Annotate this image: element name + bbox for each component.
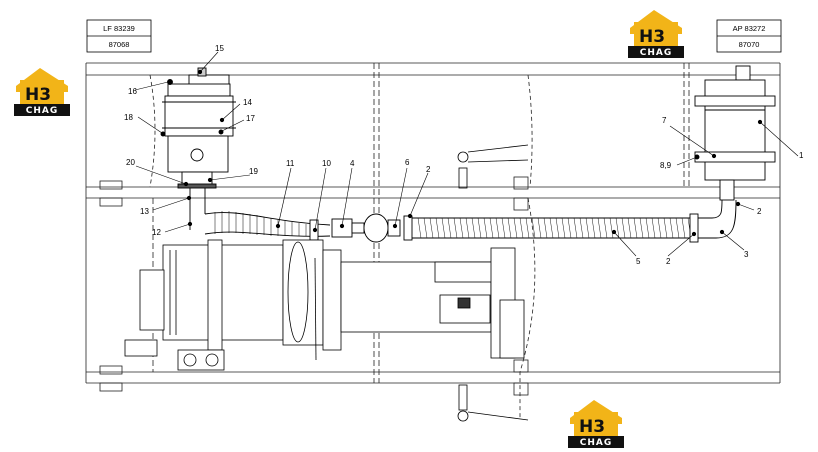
svg-text:H3: H3 [639, 27, 665, 47]
callout-6: 6 [405, 158, 410, 167]
svg-text:H3: H3 [579, 417, 605, 437]
svg-text:CHAG: CHAG [640, 48, 673, 58]
callout-16: 16 [128, 87, 137, 96]
callout-2b: 2 [666, 257, 671, 266]
steering-link [457, 144, 529, 422]
exhaust-pipes [189, 188, 737, 243]
callout-7: 7 [662, 116, 667, 125]
part-box-right-top: AP 83272 [733, 24, 766, 33]
callout-3: 3 [744, 250, 749, 259]
svg-text:CHAG: CHAG [26, 106, 59, 116]
callout-8-9: 8,9 [660, 161, 672, 170]
callout-18: 18 [124, 113, 133, 122]
svg-text:CHAG: CHAG [580, 438, 613, 448]
part-box-left-top: LF 83239 [103, 24, 135, 33]
callout-leaders [134, 51, 799, 257]
callout-13: 13 [140, 207, 149, 216]
exhaust-muffler [694, 65, 776, 201]
callout-5: 5 [636, 257, 641, 266]
callout-labels: 1 2 2 2 3 4 5 6 7 8,9 10 11 12 13 14 15 … [124, 44, 804, 266]
callout-10: 10 [322, 159, 331, 168]
part-box-left: LF 83239 87068 [86, 19, 152, 53]
callout-4: 4 [350, 159, 355, 168]
part-box-right-bottom: 87070 [739, 40, 760, 49]
callout-12: 12 [152, 228, 161, 237]
callout-11: 11 [286, 159, 295, 168]
engine-assembly [124, 239, 525, 371]
callout-20: 20 [126, 158, 135, 167]
svg-text:H3: H3 [25, 85, 51, 105]
callout-15: 15 [215, 44, 224, 53]
air-filter-housing [160, 67, 236, 189]
callout-17: 17 [246, 114, 255, 123]
callout-2a: 2 [757, 207, 762, 216]
callout-2c: 2 [426, 165, 431, 174]
callout-14: 14 [243, 98, 252, 107]
callout-1: 1 [799, 151, 804, 160]
part-box-right: AP 83272 87070 [716, 19, 782, 53]
callout-19: 19 [249, 167, 258, 176]
part-box-left-bottom: 87068 [109, 40, 130, 49]
